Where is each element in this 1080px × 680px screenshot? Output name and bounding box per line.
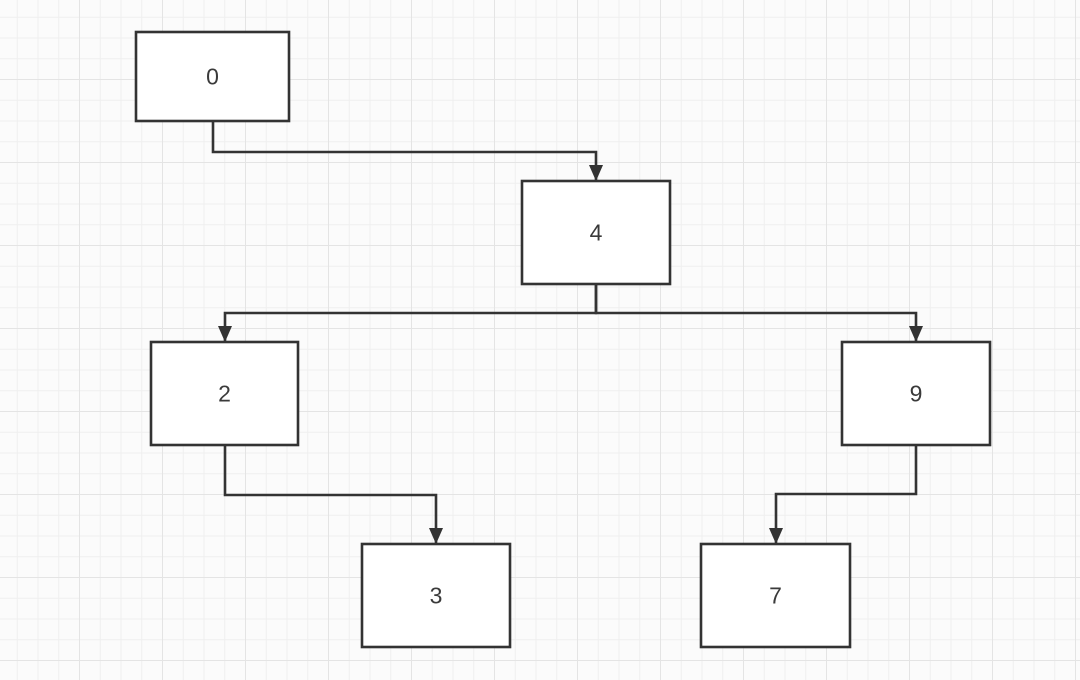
- node-box: [360, 542, 512, 649]
- node-label: 0: [206, 64, 219, 90]
- node-label: 7: [769, 583, 782, 609]
- node-4[interactable]: 4: [520, 179, 672, 286]
- node-3[interactable]: 3: [360, 542, 512, 649]
- edge-0-4[interactable]: [211, 121, 603, 181]
- node-box: [699, 542, 852, 649]
- edge-2-3[interactable]: [223, 445, 443, 544]
- node-7[interactable]: 7: [699, 542, 852, 649]
- edge-4-9[interactable]: [594, 284, 923, 342]
- node-box: [149, 340, 300, 447]
- node-box: [520, 179, 672, 286]
- edge-9-7[interactable]: [769, 445, 918, 544]
- node-label: 9: [910, 381, 923, 407]
- node-0[interactable]: 0: [134, 30, 291, 123]
- node-2[interactable]: 2: [149, 340, 300, 447]
- node-box: [840, 340, 992, 447]
- node-box: [134, 30, 291, 123]
- node-label: 4: [590, 220, 603, 246]
- node-label: 3: [430, 583, 443, 609]
- node-label: 2: [218, 381, 231, 407]
- node-9[interactable]: 9: [840, 340, 992, 447]
- edge-4-2[interactable]: [218, 284, 598, 342]
